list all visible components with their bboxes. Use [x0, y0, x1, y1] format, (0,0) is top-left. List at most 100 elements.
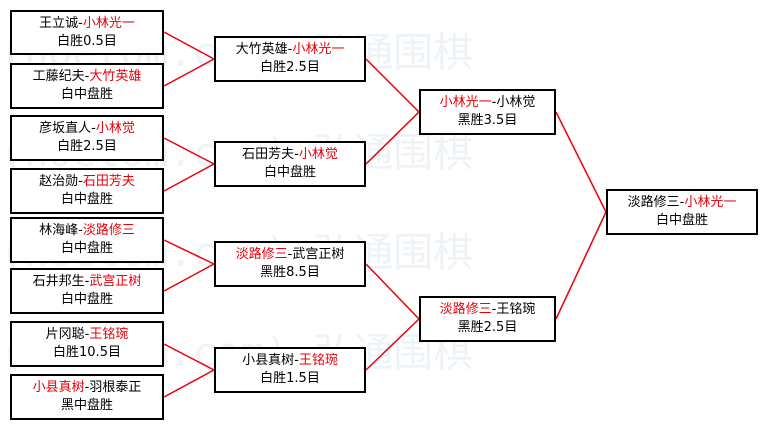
match-players: 石井邦生-武宫正树: [12, 273, 162, 291]
connector-line: [163, 263, 215, 292]
match-players: 小县真树-王铭琬: [216, 352, 364, 370]
match-players: 小林光一-小林觉: [421, 94, 554, 112]
match-box-round1-2: 工藤纪夫-大竹英雄 白中盘胜: [10, 63, 164, 109]
winner-name: 小林光一: [439, 95, 492, 110]
match-result: 黑胜8.5目: [260, 265, 320, 280]
winner-name: 淡路修三: [235, 247, 288, 262]
match-players: 大竹英雄-小林光一: [216, 41, 364, 59]
player-name: 石井邦生: [32, 274, 85, 289]
match-result: 白中盘胜: [60, 241, 113, 256]
match-result: 白中盘胜: [655, 213, 708, 228]
match-result: 黑胜3.5目: [457, 113, 518, 128]
match-result: 白胜10.5目: [53, 345, 121, 360]
connector-line: [163, 58, 215, 87]
separator: -: [78, 16, 83, 31]
separator: -: [84, 69, 90, 84]
connector-line: [555, 111, 607, 213]
match-box-round1-8: 小县真树-羽根泰正 黑中盘胜: [10, 374, 164, 420]
winner-name: 小县真树: [32, 380, 85, 395]
player-name: 片冈聪: [45, 327, 85, 342]
match-players: 赵治勋-石田芳夫: [12, 173, 162, 191]
connector-line: [365, 111, 420, 165]
player-name: 彦坂直人: [39, 121, 92, 136]
player-name: 石田芳夫: [242, 147, 295, 162]
match-result: 白胜2.5目: [260, 60, 320, 75]
separator: -: [679, 195, 685, 210]
winner-name: 小林觉: [95, 121, 135, 136]
match-result: 白中盘胜: [60, 87, 113, 102]
match-players: 淡路修三-武宫正树: [216, 246, 364, 264]
connector-line: [365, 263, 420, 320]
separator: -: [78, 174, 83, 189]
winner-name: 小林光一: [684, 195, 737, 210]
match-box-final: 淡路修三-小林光一 白中盘胜: [606, 189, 758, 235]
separator: -: [78, 223, 83, 238]
winner-name: 大竹英雄: [89, 69, 142, 84]
match-result: 白胜1.5目: [260, 371, 320, 386]
player-name: 小林觉: [496, 95, 536, 110]
match-players: 石田芳夫-小林觉: [216, 146, 364, 164]
player-name: 林海峰: [39, 223, 79, 238]
match-result: 白中盘胜: [60, 292, 113, 307]
separator: -: [287, 247, 293, 262]
match-result: 白中盘胜: [60, 192, 113, 207]
separator: -: [84, 327, 90, 342]
connector-line: [163, 239, 215, 265]
match-box-round1-1: 王立诚-小林光一 白胜0.5目: [10, 10, 164, 55]
separator: -: [84, 274, 90, 289]
separator: -: [84, 380, 90, 395]
match-result: 白胜0.5目: [57, 34, 117, 49]
match-players: 淡路修三-小林光一: [608, 194, 756, 212]
separator: -: [491, 95, 497, 110]
player-name: 大竹英雄: [235, 42, 288, 57]
winner-name: 武宫正树: [89, 274, 142, 289]
match-box-round1-5: 林海峰-淡路修三 白中盘胜: [10, 217, 164, 263]
match-players: 小县真树-羽根泰正: [12, 379, 162, 397]
winner-name: 小林光一: [292, 42, 345, 57]
winner-name: 王铭琬: [298, 353, 338, 368]
match-players: 片冈聪-王铭琬: [12, 326, 162, 344]
match-players: 林海峰-淡路修三: [12, 222, 162, 240]
connector-line: [163, 137, 215, 165]
match-box-round1-6: 石井邦生-武宫正树 白中盘胜: [10, 268, 164, 314]
winner-name: 石田芳夫: [82, 174, 135, 189]
match-box-round2-2: 石田芳夫-小林觉 白中盘胜: [214, 141, 366, 187]
connector-line: [365, 318, 420, 371]
match-players: 淡路修三-王铭琬: [421, 301, 554, 319]
match-box-semifinal-1: 小林光一-小林觉 黑胜3.5目: [419, 89, 556, 135]
player-name: 赵治勋: [39, 174, 79, 189]
separator: -: [294, 353, 299, 368]
match-players: 王立诚-小林光一: [12, 15, 162, 33]
winner-name: 王铭琬: [89, 327, 129, 342]
match-box-round1-7: 片冈聪-王铭琬 白胜10.5目: [10, 321, 164, 367]
connector-line: [163, 369, 215, 398]
player-name: 小县真树: [242, 353, 295, 368]
winner-name: 小林觉: [298, 147, 338, 162]
match-players: 工藤纪夫-大竹英雄: [12, 68, 162, 86]
separator: -: [294, 147, 299, 162]
winner-name: 淡路修三: [82, 223, 135, 238]
separator: -: [287, 42, 293, 57]
connector-line: [163, 343, 215, 371]
connector-line: [365, 58, 420, 113]
player-name: 王铭琬: [496, 302, 536, 317]
match-result: 黑中盘胜: [60, 398, 113, 413]
player-name: 武宫正树: [292, 247, 345, 262]
match-box-round2-3: 淡路修三-武宫正树 黑胜8.5目: [214, 241, 366, 287]
match-box-round1-3: 彦坂直人-小林觉 白胜2.5目: [10, 115, 164, 161]
player-name: 工藤纪夫: [32, 69, 85, 84]
connector-line: [163, 163, 215, 192]
player-name: 淡路修三: [627, 195, 680, 210]
winner-name: 小林光一: [82, 16, 135, 31]
match-result: 黑胜2.5目: [457, 320, 518, 335]
connector-line: [163, 31, 215, 60]
match-box-round2-4: 小县真树-王铭琬 白胜1.5目: [214, 347, 366, 393]
player-name: 羽根泰正: [89, 380, 142, 395]
connector-line: [555, 211, 607, 320]
match-box-round1-4: 赵治勋-石田芳夫 白中盘胜: [10, 168, 164, 214]
separator: -: [91, 121, 96, 136]
match-players: 彦坂直人-小林觉: [12, 120, 162, 138]
separator: -: [491, 302, 497, 317]
